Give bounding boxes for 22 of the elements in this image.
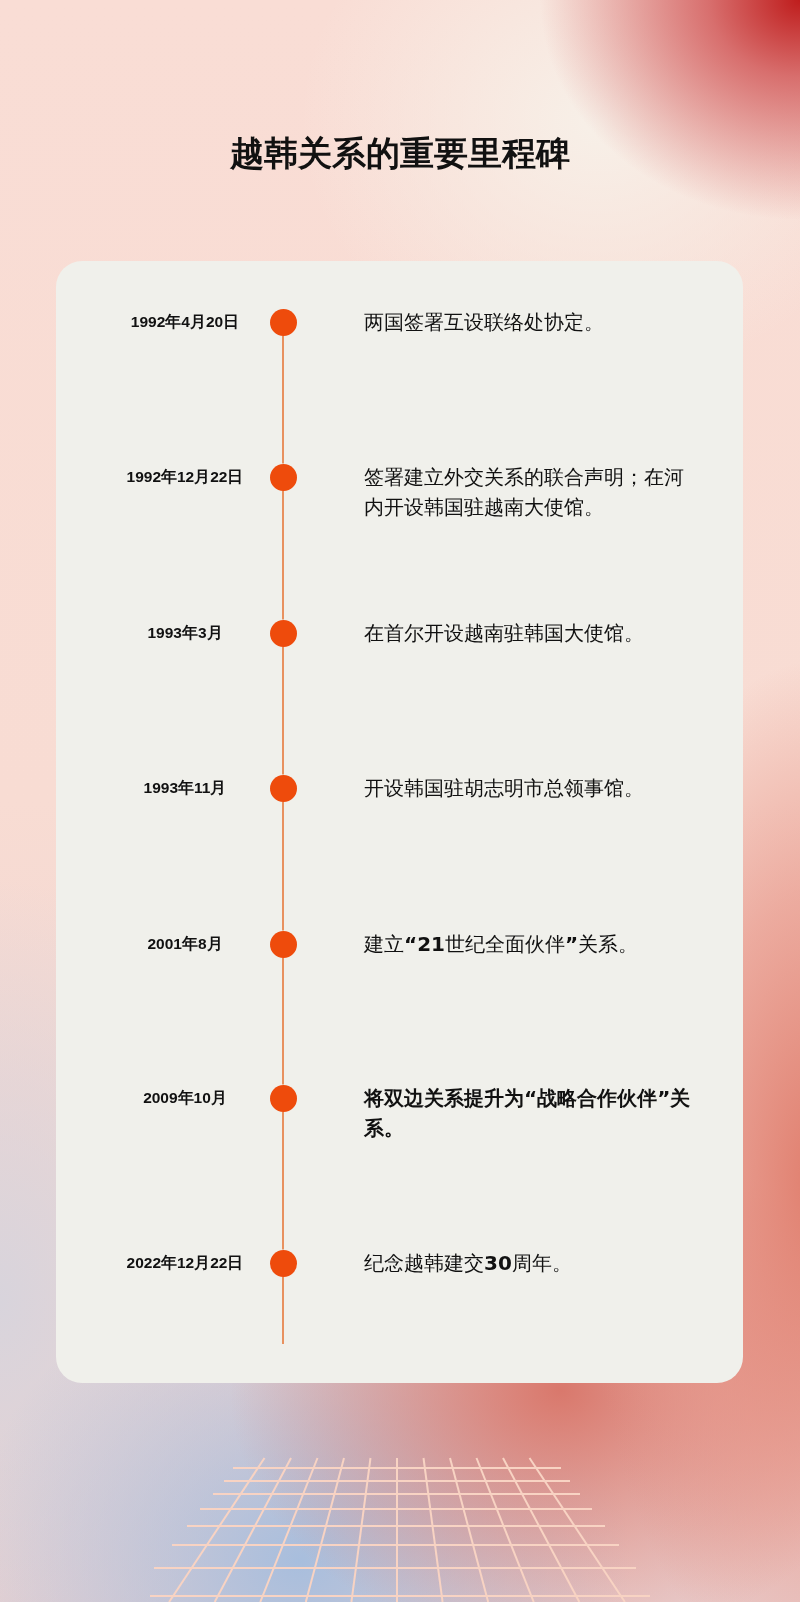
event-description: 开设韩国驻胡志明市总领事馆。 [364, 775, 644, 802]
title: 越韩关系的重要里程碑 [230, 132, 570, 174]
timeline-line [282, 956, 284, 1086]
event-description: 建立“21世纪全面伙伴”关系。 [364, 931, 639, 958]
timeline-line [282, 1275, 284, 1345]
date-label: 2001年8月 [147, 934, 223, 954]
event-description: 签署建立外交关系的联合声明；在河内开设韩国驻越南大使馆。 [364, 464, 685, 521]
date-label: 1992年12月22日 [126, 467, 244, 487]
date-label: 1993年11月 [143, 778, 227, 798]
timeline-line [282, 489, 284, 621]
timeline-line [282, 334, 284, 465]
timeline-line [282, 645, 284, 776]
event-description: 将双边关系提升为“战略合作伙伴”关系。 [364, 1085, 692, 1142]
timeline-line [282, 800, 284, 932]
event-description: 在首尔开设越南驻韩国大使馆。 [364, 620, 644, 647]
date-label: 1993年3月 [147, 623, 223, 643]
date-label: 2022年12月22日 [126, 1253, 244, 1273]
date-label: 2009年10月 [143, 1088, 227, 1108]
timeline-line [282, 1110, 284, 1251]
event-description: 纪念越韩建交30周年。 [364, 1250, 572, 1277]
event-description: 两国签署互设联络处协定。 [364, 309, 604, 336]
date-label: 1992年4月20日 [130, 312, 240, 332]
